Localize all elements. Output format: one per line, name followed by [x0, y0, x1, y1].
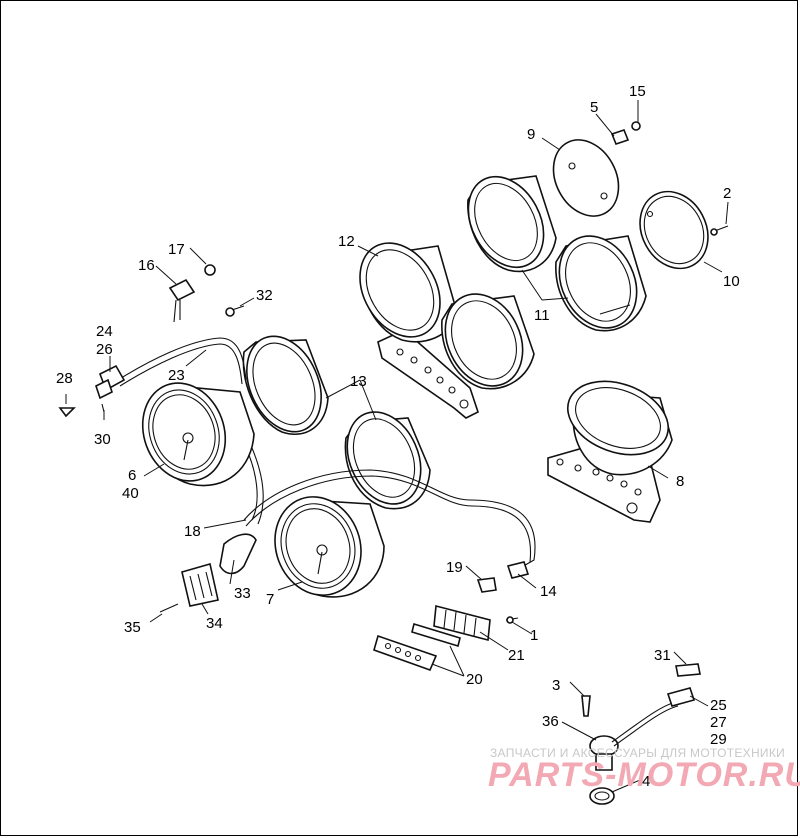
callout-labels: 5 15 9 2 10 12 11 8 17 16 32 24 26 23 28… — [56, 83, 740, 790]
label-8: 8 — [676, 473, 684, 490]
part-9-lens — [552, 139, 620, 217]
label-4: 4 — [642, 773, 650, 790]
label-3: 3 — [552, 677, 560, 694]
label-17: 17 — [168, 241, 185, 258]
label-35: 35 — [124, 619, 141, 636]
part-5-15-bulb-socket — [610, 121, 641, 145]
label-31: 31 — [654, 647, 671, 664]
label-20: 20 — [466, 671, 483, 688]
watermark: ЗАПЧАСТИ И АКСЕССУАРЫ ДЛЯ МОТОТЕХНИКИ PA… — [488, 746, 800, 794]
label-28: 28 — [56, 370, 73, 387]
part-11-gauge-cups — [441, 175, 647, 390]
label-27: 27 — [710, 714, 727, 731]
part-21-indicator-housing — [433, 604, 491, 642]
label-6: 6 — [128, 467, 136, 484]
part-23-wire-lead — [95, 337, 247, 400]
label-9: 9 — [527, 126, 535, 143]
label-30: 30 — [94, 431, 111, 448]
label-25: 25 — [710, 697, 727, 714]
part-6-gauge — [141, 382, 255, 487]
watermark-tagline: ЗАПЧАСТИ И АКСЕССУАРЫ ДЛЯ МОТОТЕХНИКИ — [490, 746, 785, 760]
part-7-gauge — [274, 496, 385, 598]
label-1: 1 — [530, 627, 538, 644]
label-7: 7 — [266, 591, 274, 608]
label-21: 21 — [508, 647, 525, 664]
label-26: 26 — [96, 341, 113, 358]
part-8-gauge-cup-bracket — [547, 380, 673, 523]
part-17-nut — [204, 264, 216, 276]
part-20-lens-strip — [373, 622, 461, 672]
leader-lines — [65, 100, 729, 793]
label-34: 34 — [206, 615, 223, 632]
label-40: 40 — [122, 485, 139, 502]
part-28-bulb — [58, 407, 76, 418]
part-13-trim-rings — [242, 335, 431, 510]
label-13: 13 — [350, 373, 367, 390]
label-12: 12 — [338, 233, 355, 250]
label-33: 33 — [234, 585, 251, 602]
part-31-clip — [675, 663, 701, 677]
label-24: 24 — [96, 323, 113, 340]
label-10: 10 — [723, 273, 740, 290]
part-34-connector — [181, 562, 219, 607]
part-4-o-ring — [589, 787, 615, 805]
label-5: 5 — [590, 99, 598, 116]
part-36-speed-sensor — [589, 687, 696, 771]
part-2-screw — [710, 225, 729, 236]
label-14: 14 — [540, 583, 557, 600]
label-23: 23 — [168, 367, 185, 384]
part-16-switch — [168, 278, 196, 323]
part-14-socket — [506, 561, 530, 579]
part-19-bulb-socket — [476, 577, 497, 593]
label-15: 15 — [629, 83, 646, 100]
label-11: 11 — [534, 307, 550, 324]
part-1-screw — [505, 616, 519, 624]
label-16: 16 — [138, 257, 155, 274]
label-2: 2 — [723, 185, 731, 202]
label-18: 18 — [184, 523, 201, 540]
part-10-lens — [639, 190, 709, 270]
part-35-terminal — [159, 603, 179, 613]
part-3-screw — [581, 695, 591, 717]
part-32-screw — [225, 305, 245, 317]
label-36: 36 — [542, 713, 559, 730]
watermark-logo: PARTS-MOTOR.RU — [488, 756, 800, 794]
label-29: 29 — [710, 731, 727, 748]
part-18-wiring-harness — [219, 447, 536, 575]
part-12-gauge-cup-bracket — [359, 242, 479, 419]
label-32: 32 — [256, 287, 273, 304]
label-19: 19 — [446, 559, 463, 576]
